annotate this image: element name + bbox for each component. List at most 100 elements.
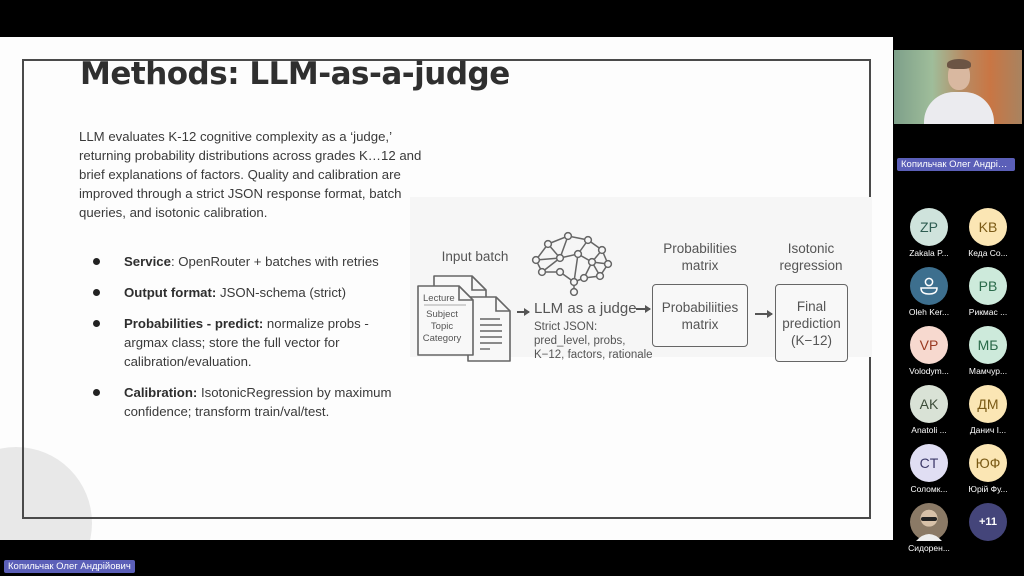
bullet-output-format: Output format: JSON-schema (strict) (93, 283, 413, 302)
bullet-calibration: Calibration: IsotonicRegression by maxim… (93, 383, 413, 421)
avatar-initials: AK (919, 396, 939, 412)
final-box-line-2: prediction (782, 315, 841, 331)
method-bullets: Service: OpenRouter + batches with retri… (93, 252, 413, 433)
avatar (910, 267, 948, 305)
avatar-initials: CT (919, 455, 939, 471)
avatar-initials: ДМ (977, 396, 999, 412)
participant-tile[interactable]: МБ Мамчур... (961, 326, 1015, 376)
participant-name: Zakala P... (909, 248, 949, 258)
bullet-text: normalize probs - argmax class; store th… (124, 316, 369, 369)
bullet-text: IsotonicRegression by maximum confidence… (124, 385, 392, 419)
participant-name: Сидорен... (908, 543, 950, 553)
bullet-key: Probabilities - predict: (124, 316, 264, 331)
slide-title: Methods: LLM-as-a-judge (80, 56, 510, 92)
bullet-sep: : (170, 254, 179, 269)
avatar-initials: +11 (978, 516, 998, 528)
avatar-initials: PB (978, 278, 998, 294)
avatar-initials: VP (919, 337, 939, 353)
participant-tile[interactable]: AK Anatoli ... (902, 385, 956, 435)
self-name-tag: Копильчак Олег Андрійо... (897, 158, 1015, 171)
participant-name: Юрій Фу... (968, 484, 1008, 494)
avatar: МБ (969, 326, 1007, 364)
video-person-hair (947, 59, 971, 69)
probabilities-matrix-box: Probabiliities matrix (652, 284, 748, 347)
avatar: ДМ (969, 385, 1007, 423)
avatar-initials: KB (978, 219, 998, 235)
avatar: +11 (969, 503, 1007, 541)
doc-field-category: Category (422, 333, 462, 344)
bullet-probabilities: Probabilities - predict: normalize probs… (93, 314, 413, 371)
participant-name: Данич І... (969, 425, 1007, 435)
doc-field-subject: Subject (426, 309, 458, 320)
participant-name: Volodym... (909, 366, 949, 376)
participant-name: Мамчур... (968, 366, 1008, 376)
documents-icon (417, 275, 511, 362)
participant-name: Oleh Ker... (908, 307, 950, 317)
iso-heading: Isotonic regression (772, 240, 850, 274)
participant-tile[interactable]: ZP Zakala P... (902, 208, 956, 258)
bullet-text: JSON-schema (strict) (219, 285, 346, 300)
llm-judge-label: LLM as a judge (534, 300, 637, 317)
arrow-llm-to-matrix (636, 305, 651, 312)
participant-tile[interactable]: ДМ Данич І... (961, 385, 1015, 435)
input-batch-label: Input batch (441, 249, 509, 264)
iso-heading-line-2: regression (779, 258, 843, 273)
bullet-key: Service (124, 254, 171, 269)
prob-heading-line-2: matrix (681, 258, 719, 273)
pipeline-diagram: Input batch Lecture Subject Topic Catego… (410, 197, 872, 362)
bullet-dot (93, 389, 100, 396)
prob-heading-line-1: Probabilities (663, 241, 737, 256)
llm-sub-line-3: K−12, factors, rationale (534, 349, 653, 361)
avatar: CT (910, 444, 948, 482)
prob-box-line-2: matrix (681, 316, 719, 332)
self-video-tile[interactable] (894, 50, 1022, 124)
bullet-key: Output format: (124, 285, 217, 300)
participant-tile[interactable]: Сидорен... (902, 503, 956, 553)
avatar: VP (910, 326, 948, 364)
avatar: ZP (910, 208, 948, 246)
avatar: PB (969, 267, 1007, 305)
participant-name: Кеда Со... (968, 248, 1008, 258)
participant-name: Рикмас ... (968, 307, 1008, 317)
intro-paragraph: LLM evaluates K-12 cognitive complexity … (79, 129, 422, 220)
participant-tile[interactable]: Oleh Ker... (902, 267, 956, 317)
llm-sub-line-1: Strict JSON: (534, 321, 598, 333)
avatar: AK (910, 385, 948, 423)
bullet-dot (93, 289, 100, 296)
avatar-initials: ZP (920, 219, 938, 235)
llm-sub-line-2: pred_level, probs, (534, 335, 626, 347)
avatar-initials: ЮФ (975, 455, 1001, 471)
prob-box-line-1: Probabiliities (661, 299, 739, 315)
iso-heading-line-1: Isotonic (787, 241, 835, 256)
bullet-service: Service: OpenRouter + batches with retri… (93, 252, 413, 271)
doc-field-topic: Topic (430, 321, 454, 332)
video-person-face (948, 62, 970, 90)
participant-name: Соломк... (910, 484, 948, 494)
participant-tile[interactable]: VP Volodym... (902, 326, 956, 376)
video-person-body (924, 92, 994, 124)
bullet-key: Calibration: (124, 385, 198, 400)
final-prediction-box: Final prediction (K−12) (775, 284, 848, 362)
participant-tile[interactable]: KB Кеда Со... (961, 208, 1015, 258)
participant-tile[interactable]: PB Рикмас ... (961, 267, 1015, 317)
doc-header: Lecture (423, 293, 455, 304)
avatar (910, 503, 948, 541)
arrow-matrix-to-final (755, 310, 773, 317)
participant-name: Anatoli ... (911, 425, 947, 435)
avatar: KB (969, 208, 1007, 246)
prob-heading: Probabilities matrix (650, 240, 750, 274)
bullet-text: OpenRouter + batches with retries (178, 254, 379, 269)
final-box-line-1: Final (796, 298, 827, 314)
brain-network-icon (531, 231, 613, 296)
participant-tile[interactable]: CT Соломк... (902, 444, 956, 494)
photo-avatar-icon (916, 517, 942, 541)
person-icon (920, 277, 938, 295)
arrow-input-to-llm (517, 308, 530, 315)
presenter-name-tag: Копильчак Олег Андрійович (4, 560, 135, 573)
bullet-dot (93, 320, 100, 327)
final-box-line-3: (K−12) (791, 332, 832, 348)
avatar-initials: МБ (977, 337, 999, 353)
participant-tile[interactable]: ЮФ Юрій Фу... (961, 444, 1015, 494)
avatar: ЮФ (969, 444, 1007, 482)
more-participants-button[interactable]: +11 (961, 503, 1015, 541)
